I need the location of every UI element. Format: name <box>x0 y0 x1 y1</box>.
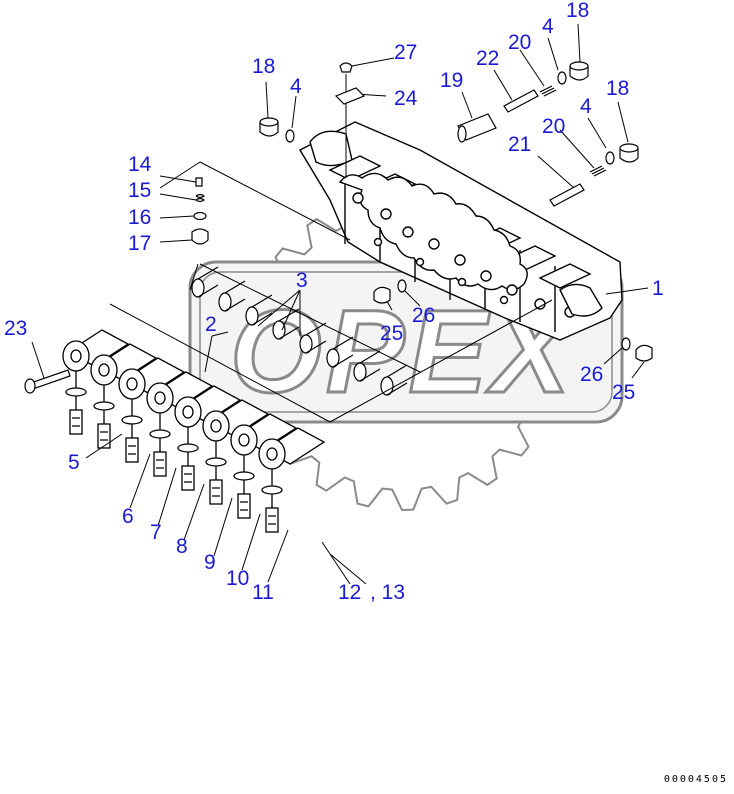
part-14-screw-icon <box>195 177 203 187</box>
callout-14: 14 <box>128 153 152 176</box>
callout-19: 19 <box>440 69 464 92</box>
callout-3: 3 <box>296 269 308 292</box>
plug-guide-8 <box>386 364 408 396</box>
solenoid-4 <box>146 371 214 477</box>
part-23-bolt-icon <box>24 369 71 394</box>
callout-26-a: 26 <box>412 304 436 327</box>
callout-20-b: 20 <box>542 115 566 138</box>
plug-guide-1 <box>197 266 219 298</box>
part-26-oring-icon-b <box>621 337 631 351</box>
watermark-text: OPEX <box>230 286 576 418</box>
valve-body <box>299 121 623 341</box>
solenoid-5 <box>174 385 242 491</box>
part-27-screw-icon <box>339 62 353 73</box>
callout-26-b: 26 <box>580 363 604 386</box>
part-25-plug-icon-a <box>373 286 391 304</box>
drawing-number: 00004505 <box>663 774 728 785</box>
part-15-spring-icon <box>195 193 206 203</box>
callout-4-b: 4 <box>542 15 554 38</box>
callout-12: 12 <box>338 581 362 604</box>
callout-22: 22 <box>476 47 500 70</box>
callout-8: 8 <box>176 535 188 558</box>
part-4-ring-icon-c <box>605 151 615 165</box>
callout-11: 11 <box>252 581 274 604</box>
part-4-ring-icon-a <box>285 129 295 143</box>
callout-15: 15 <box>128 179 152 202</box>
part-25-plug-icon-b <box>635 344 653 362</box>
callout-23: 23 <box>4 317 28 340</box>
callout-25-b: 25 <box>612 381 636 404</box>
part-19-sleeve-icon <box>457 113 497 143</box>
leader-lines <box>31 23 649 585</box>
plug-guide-7 <box>359 350 381 382</box>
callout-5: 5 <box>68 451 80 474</box>
part-20-spring-icon-b <box>589 165 607 177</box>
callout-1: 1 <box>652 277 664 300</box>
part-26-oring-icon-a <box>397 279 407 293</box>
callout-18-c: 18 <box>606 77 630 100</box>
callout-6: 6 <box>122 505 134 528</box>
solenoid-group <box>62 329 326 533</box>
callout-9: 9 <box>204 551 216 574</box>
plug-guide-5 <box>305 322 327 354</box>
callout-2: 2 <box>205 313 217 336</box>
part-18-plug-icon-a <box>259 117 279 137</box>
plug-guide-6 <box>332 336 354 368</box>
callout-17: 17 <box>128 232 152 255</box>
part-20-spring-icon-a <box>539 85 557 97</box>
solenoid-7 <box>230 413 298 519</box>
part-4-ring-icon-b <box>557 71 567 85</box>
part-21-spool-icon <box>549 183 585 207</box>
callout-18-b: 18 <box>566 0 590 22</box>
callout-4-a: 4 <box>290 75 302 98</box>
hardware-parts <box>24 61 653 394</box>
callout-4-c: 4 <box>580 95 592 118</box>
solenoid-1 <box>62 329 130 435</box>
callout-24: 24 <box>394 87 418 110</box>
solenoid-8 <box>258 427 326 533</box>
plug-group <box>191 266 408 396</box>
plug-guide-2 <box>224 280 246 312</box>
part-18-plug-icon-c <box>619 143 639 163</box>
part-16-oring-icon <box>193 211 207 221</box>
callout-18-a: 18 <box>252 55 276 78</box>
callout-13: , 13 <box>370 581 406 604</box>
callout-10: 10 <box>226 567 250 590</box>
callout-27: 27 <box>394 41 418 64</box>
callout-21: 21 <box>508 133 532 156</box>
part-18-plug-icon-b <box>569 61 589 81</box>
callout-25-a: 25 <box>380 322 404 345</box>
part-24-plate-icon <box>334 87 366 105</box>
part-17-plug-icon <box>191 228 209 245</box>
part-22-spool-icon <box>503 89 539 113</box>
solenoid-6 <box>202 399 270 505</box>
callout-16: 16 <box>128 206 152 229</box>
plug-guide-3 <box>251 294 273 326</box>
callout-20-a: 20 <box>508 31 532 54</box>
callout-7: 7 <box>150 521 162 544</box>
solenoid-2 <box>90 343 158 449</box>
solenoid-3 <box>118 357 186 463</box>
